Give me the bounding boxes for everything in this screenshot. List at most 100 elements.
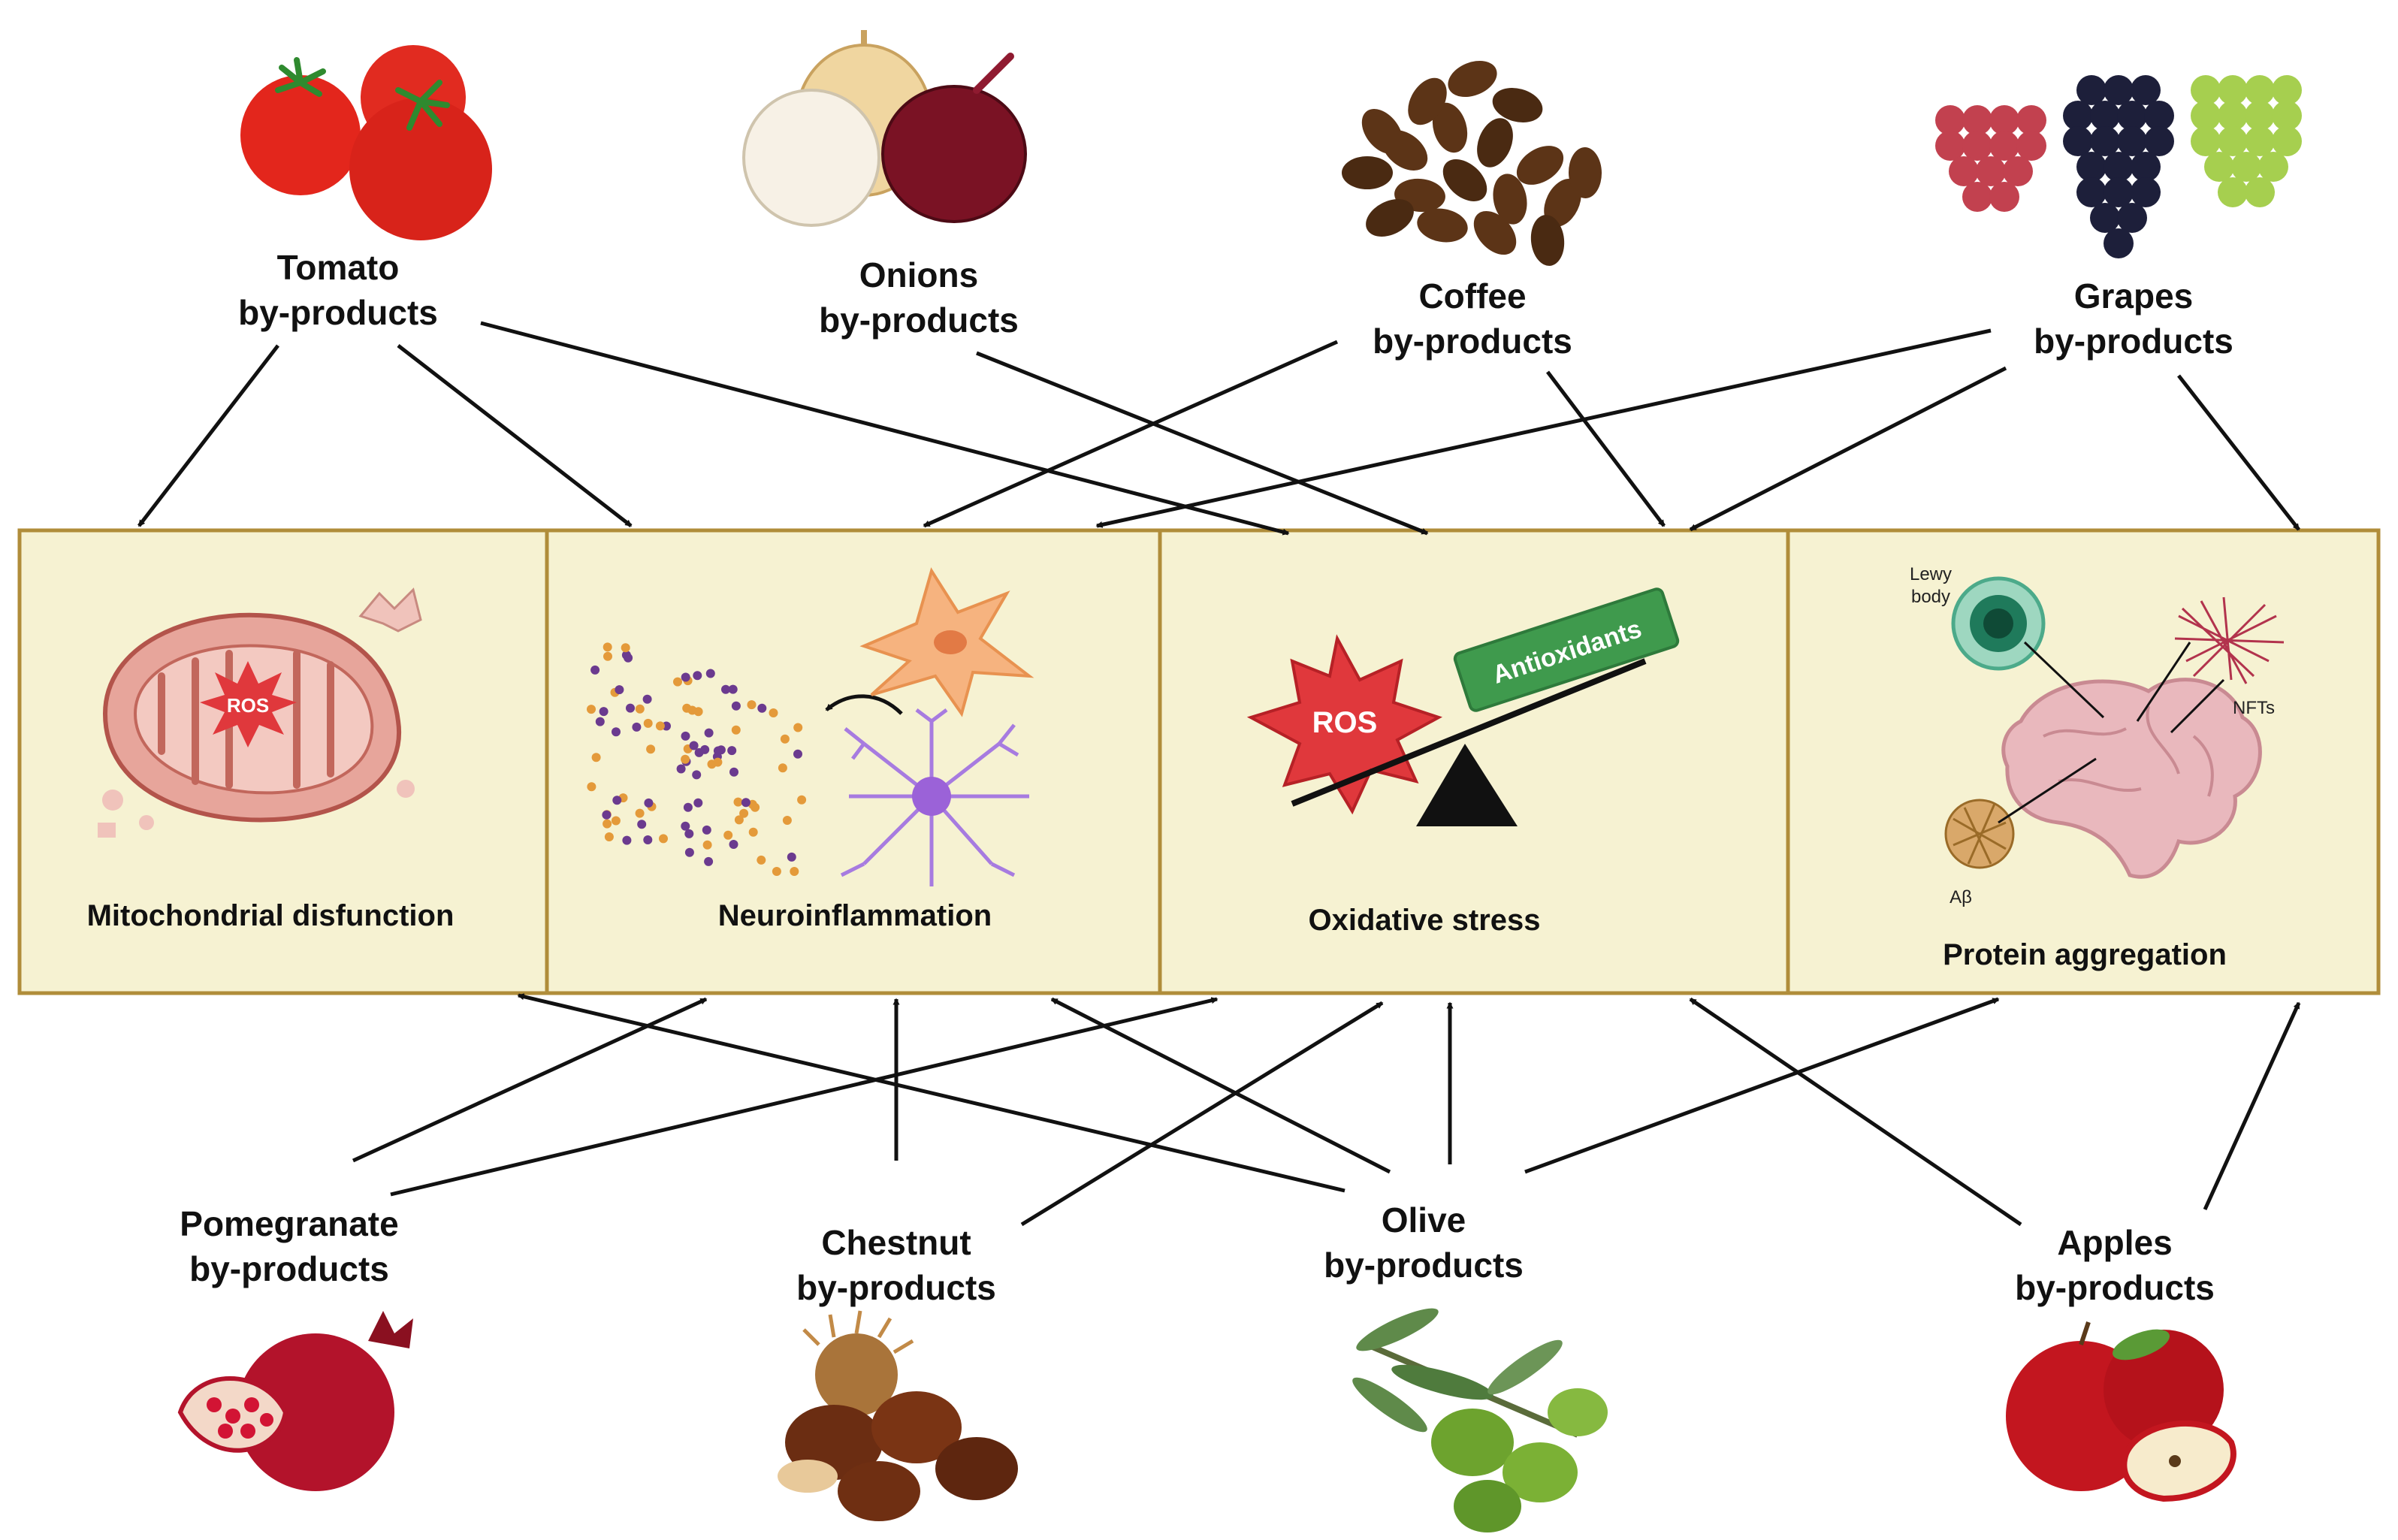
cytokine-dot (734, 815, 744, 825)
cytokine-dot (741, 798, 751, 808)
cytokine-dot (727, 746, 737, 756)
box-label-mitochondrial-disfunction: Mitochondrial disfunction (87, 899, 455, 932)
apple-icon (2006, 1321, 2236, 1502)
arrow-pomegranate-oxid (390, 997, 1219, 1197)
cytokine-dot (689, 741, 699, 750)
tomato-icon (240, 45, 492, 240)
cytokine-dot (681, 731, 690, 741)
grape (1976, 156, 2006, 186)
cytokine-dot (702, 840, 712, 850)
cytokine-dot (643, 835, 653, 844)
lewy-body-icon (1951, 576, 2046, 671)
grape-icon (1935, 75, 2302, 258)
source-label-line2: by-products (819, 300, 1019, 340)
cytokine-dot (642, 694, 652, 704)
grape (1949, 156, 1979, 186)
pointer-lines (1998, 641, 2225, 824)
grape (2104, 177, 2134, 207)
grape (1989, 182, 2019, 212)
source-olive: Olive by-products (1324, 1200, 1608, 1532)
arrow-tomato-neuro (397, 344, 633, 527)
grape (1935, 105, 1965, 135)
grape (2144, 101, 2174, 131)
arrow-pomegranate-neuro (352, 997, 708, 1163)
grape (2191, 126, 2221, 156)
source-tomato: Tomato by-products (238, 45, 492, 332)
grape (2076, 177, 2107, 207)
cytokine-dot (731, 725, 741, 735)
coffee-bean (1408, 77, 1447, 125)
cytokine-dot (757, 855, 766, 865)
arrow-tomato-mito (137, 344, 279, 527)
source-label-line2: by-products (796, 1268, 996, 1307)
cytokine-dot (646, 744, 656, 754)
source-coffee: Coffee by-products (1342, 60, 1602, 361)
grape (1962, 182, 1992, 212)
coffee-bean (1342, 156, 1393, 189)
cytokine-dot (728, 684, 738, 694)
cytokine-dot (681, 754, 690, 764)
cytokine-dot (612, 796, 622, 805)
arrow-olive-neuro (1050, 997, 1391, 1174)
cytokine-dot (704, 728, 714, 738)
cytokine-dot (782, 816, 792, 825)
cytokine-dot (704, 856, 714, 866)
grape (2231, 152, 2261, 182)
cytokine-dot (644, 798, 654, 808)
coffee-bean-icon (1342, 60, 1602, 266)
cytokine-dot (797, 795, 807, 805)
grape (2117, 126, 2147, 156)
grape (2104, 228, 2134, 258)
cytokine-dot (723, 830, 733, 840)
cytokine-dot (684, 847, 694, 857)
source-label-line2: by-products (2034, 322, 2233, 361)
coffee-bean (1516, 146, 1564, 185)
grape (2272, 101, 2302, 131)
coffee-bean (1477, 118, 1513, 168)
box-label-neuroinflammation: Neuroinflammation (718, 899, 992, 932)
arrow-grapes-protein (2177, 374, 2300, 531)
cytokine-dot (603, 819, 612, 829)
onion-icon (742, 30, 1027, 227)
cytokine-dot (693, 671, 702, 681)
cytokine-dot (748, 827, 758, 837)
cytokine-dot (681, 672, 690, 682)
source-label-line2: by-products (1324, 1246, 1524, 1285)
coffee-bean (1568, 147, 1602, 198)
cytokine-dot (729, 840, 738, 849)
cytokine-dot (622, 835, 632, 845)
cytokine-dot (684, 829, 694, 838)
source-label-line1: Grapes (2074, 276, 2194, 316)
source-label-line1: Olive (1382, 1200, 1466, 1240)
grape (2218, 126, 2248, 156)
astrocyte-icon (840, 708, 1029, 886)
cytokine-dot (676, 764, 686, 774)
grape (2258, 152, 2288, 182)
cytokine-dot (635, 704, 645, 714)
microglia-icon (859, 567, 1034, 717)
lewy-label: Lewy (1910, 564, 1952, 584)
box-protein-aggregation: Lewy body NFTs Aβ Protein aggregation (1910, 564, 2285, 971)
brain-icon (2001, 678, 2262, 879)
pomegranate-icon (177, 1311, 413, 1491)
source-label-line2: by-products (2015, 1268, 2215, 1307)
cytokine-dot (705, 669, 715, 678)
grape (2218, 101, 2248, 131)
grape (2104, 152, 2134, 182)
cytokine-dots-icon (587, 642, 807, 876)
source-apples: Apples by-products (2006, 1223, 2236, 1502)
source-label-line2: by-products (238, 293, 438, 332)
coffee-bean (1442, 159, 1487, 202)
source-onions: Onions by-products (742, 30, 1027, 340)
cytokine-dot (632, 722, 642, 732)
coffee-bean (1361, 108, 1403, 155)
grape (2090, 126, 2120, 156)
arrow-olive-protein (1524, 997, 2000, 1174)
coffee-bean (1492, 87, 1543, 123)
arrow-grapes-oxid (1689, 366, 2007, 532)
ros-inner-label: ROS (227, 694, 269, 717)
cytokine-dot (733, 797, 743, 807)
arrow-tomato-oxid (480, 321, 1290, 536)
cytokine-dot (655, 721, 665, 731)
